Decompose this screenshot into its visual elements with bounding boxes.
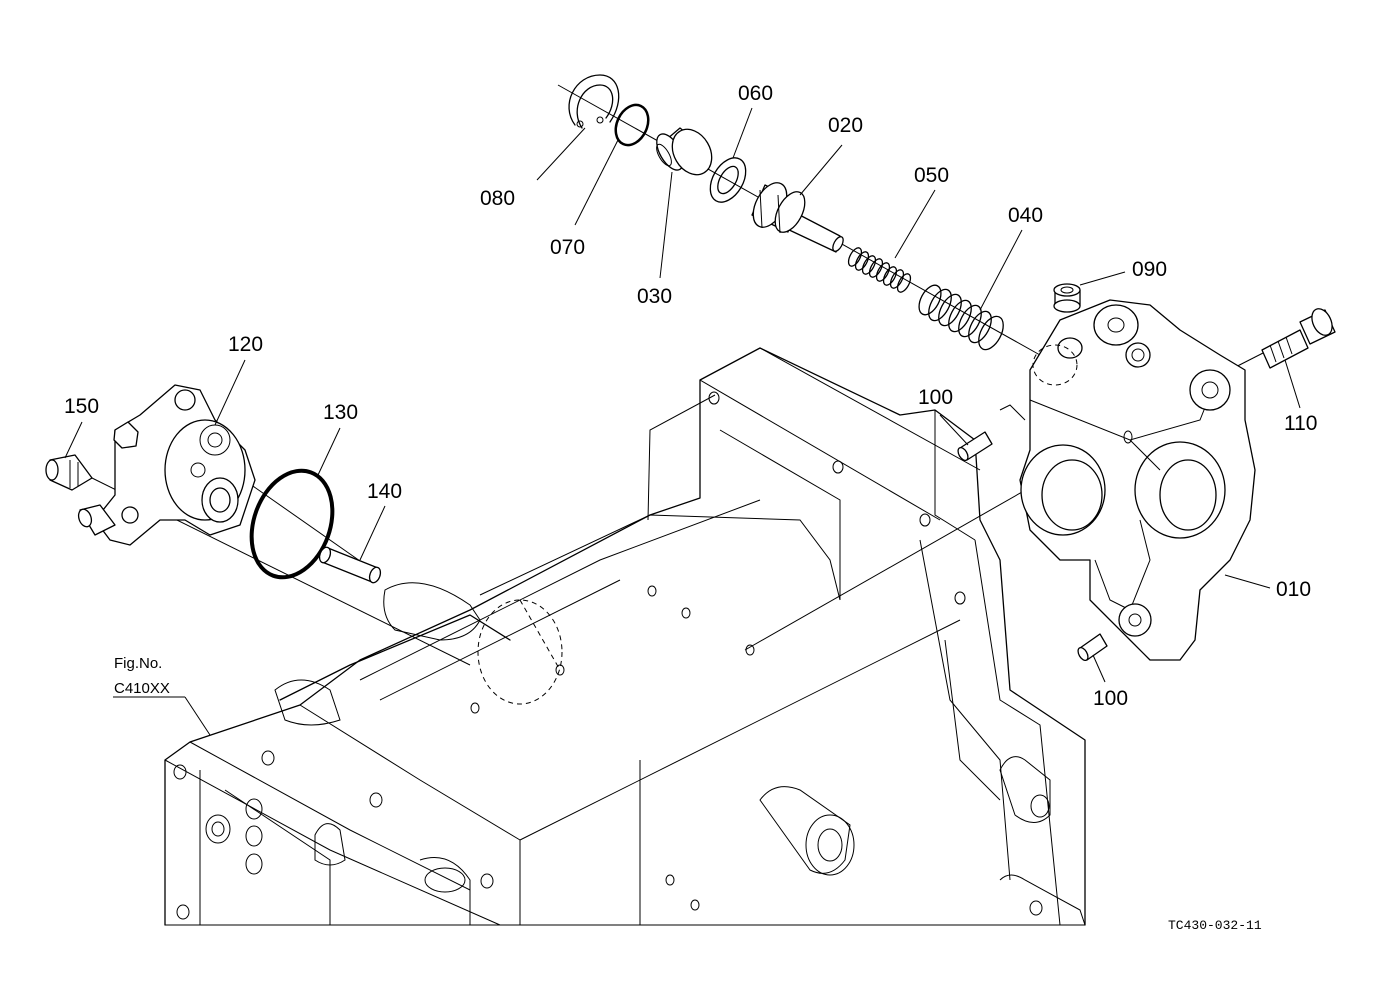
label-060: 060 (738, 82, 773, 105)
part-060-washer (709, 157, 747, 203)
label-050: 050 (914, 164, 949, 187)
part-020-spool (751, 182, 844, 253)
part-040-large-spring (918, 284, 1004, 351)
label-030: 030 (637, 285, 672, 308)
label-020: 020 (828, 114, 863, 137)
label-130: 130 (323, 401, 358, 424)
figure-ref-title: Fig.No. (114, 655, 162, 672)
label-110: 110 (1284, 412, 1317, 435)
label-150: 150 (64, 395, 99, 418)
label-leaders (64, 107, 1301, 736)
part-080-circlip (568, 74, 620, 129)
label-120: 120 (228, 333, 263, 356)
label-010: 010 (1276, 578, 1311, 601)
part-010-valve-body (999, 299, 1256, 661)
label-070: 070 (550, 236, 585, 259)
label-090: 090 (1132, 258, 1167, 281)
label-040: 040 (1008, 204, 1043, 227)
transmission-housing (164, 347, 1086, 926)
part-030-plug (656, 127, 713, 176)
part-100-pin-upper (957, 431, 993, 462)
part-070-o-ring (614, 103, 650, 147)
label-100-lower: 100 (1093, 687, 1128, 710)
part-100-pin-lower (1077, 633, 1108, 662)
figure-ref-number: C410XX (114, 680, 170, 697)
label-100-upper: 100 (918, 386, 953, 409)
part-130-o-ring (249, 468, 335, 580)
part-110-bolt (1261, 308, 1336, 369)
label-080: 080 (480, 187, 515, 210)
part-140-pin (318, 546, 382, 584)
part-120-cover (94, 384, 256, 546)
part-150-fitting (45, 454, 116, 536)
part-090-plug-screw (1053, 283, 1081, 313)
label-140: 140 (367, 480, 402, 503)
drawing-code: TC430-032-11 (1168, 918, 1262, 933)
part-050-small-spring (847, 247, 912, 293)
